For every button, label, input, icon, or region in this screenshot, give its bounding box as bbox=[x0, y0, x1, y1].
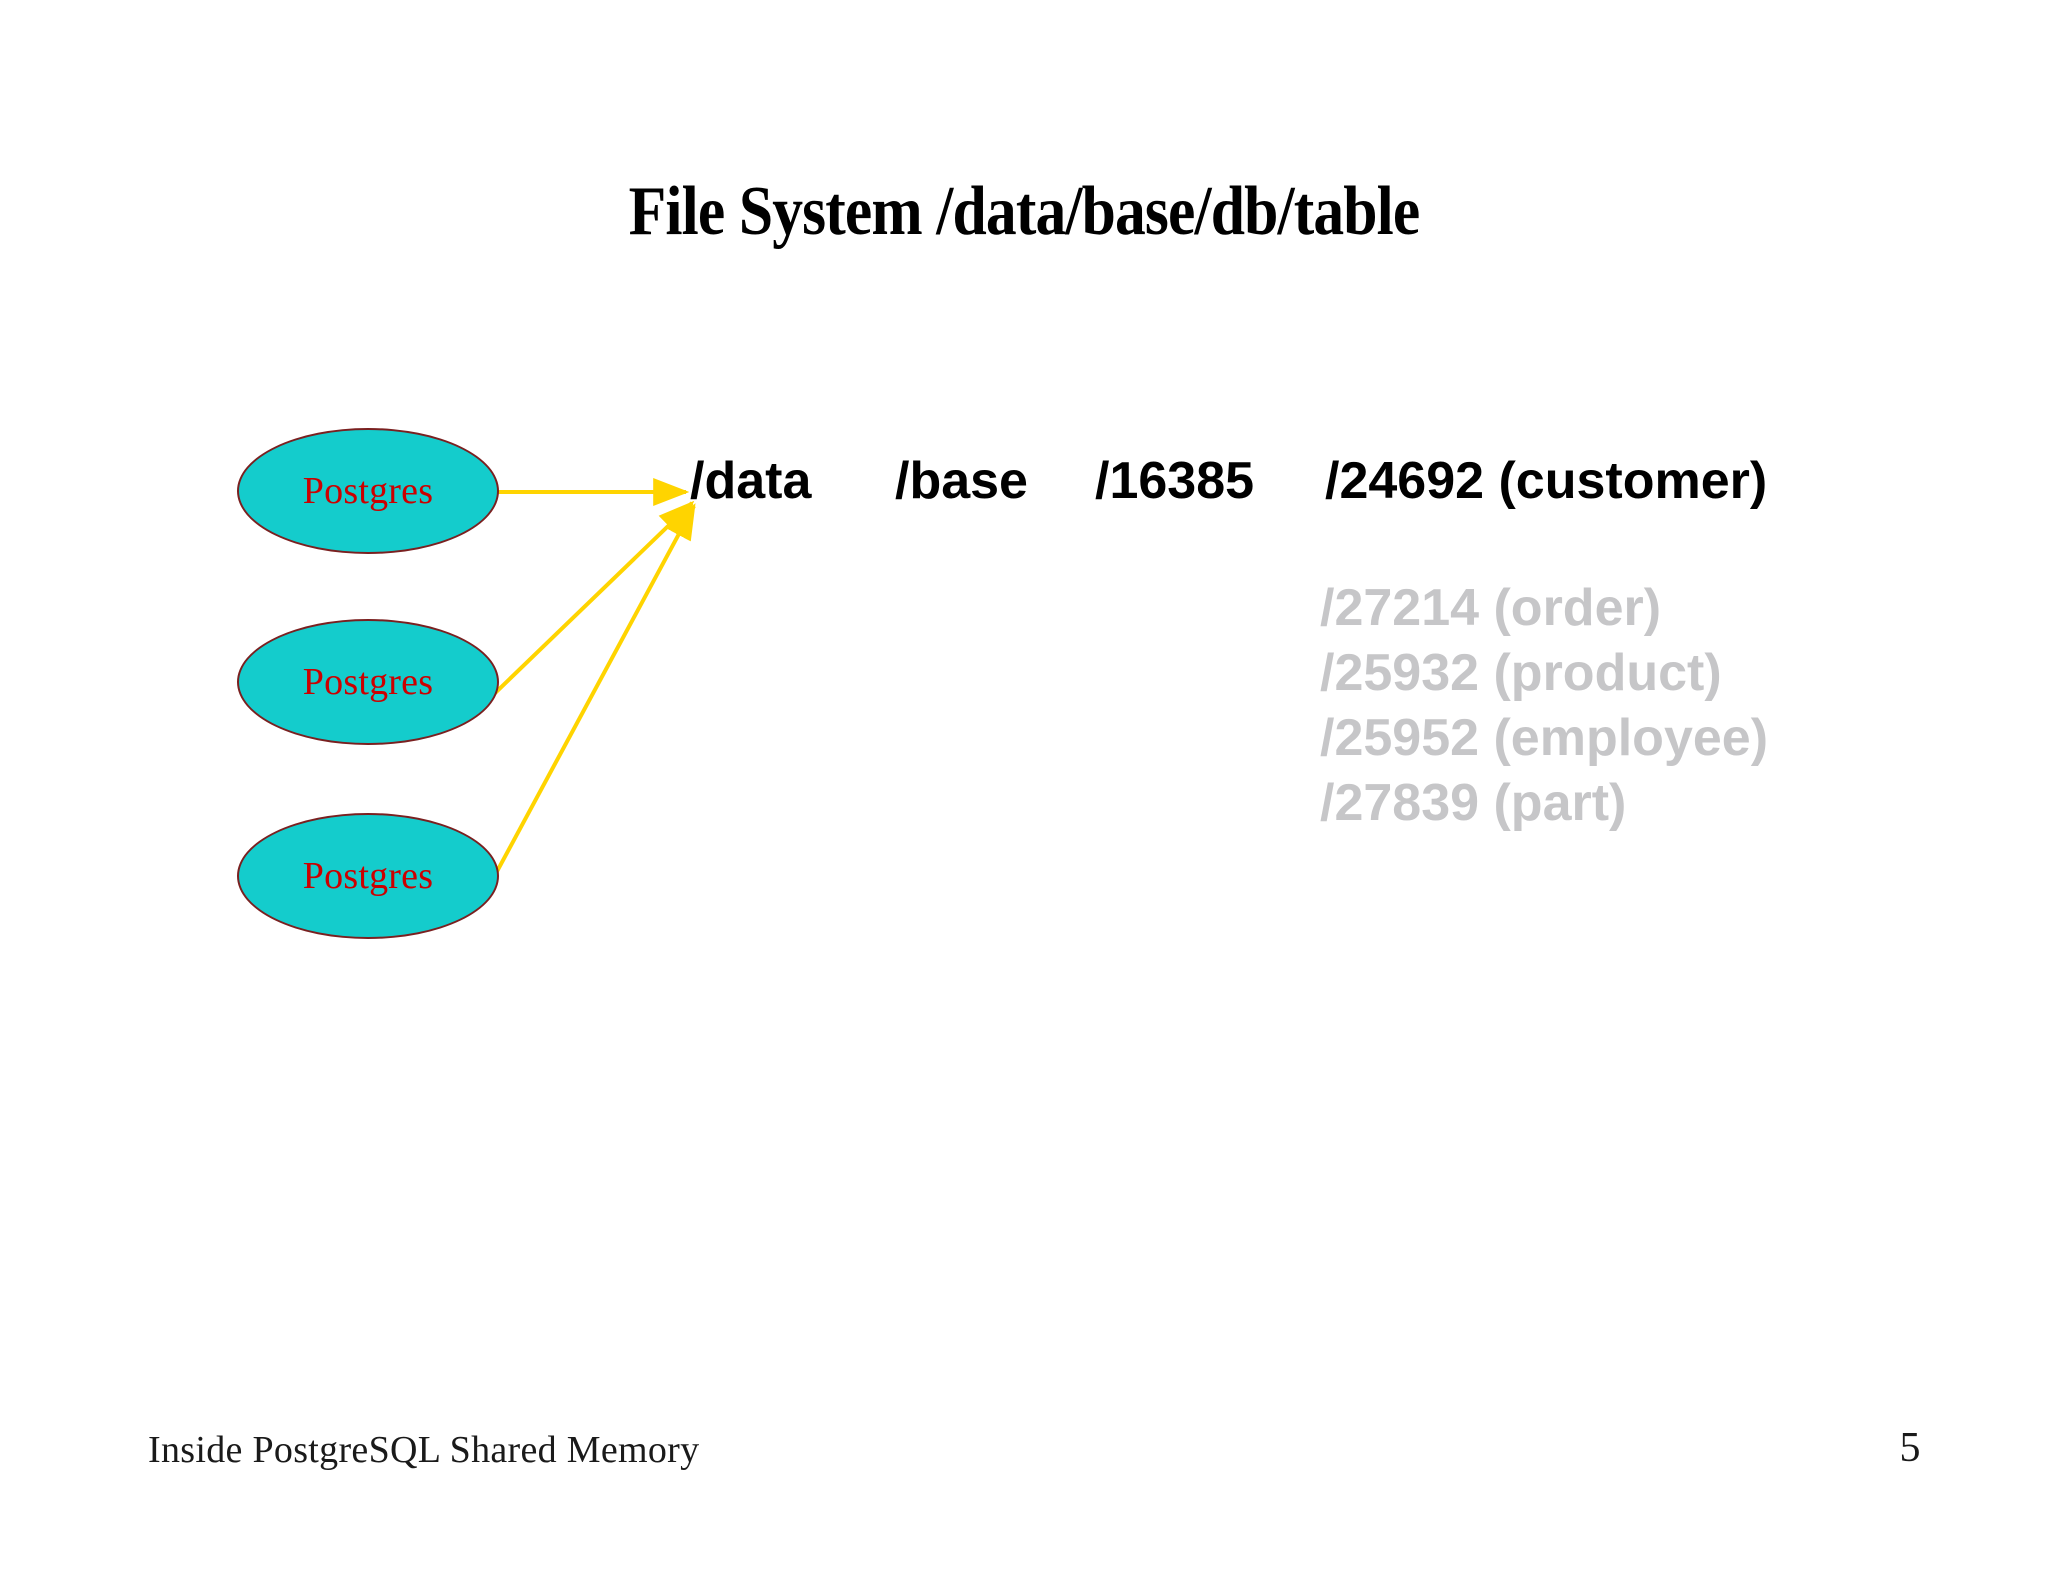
table-list-item-product: /25932 (product) bbox=[1320, 644, 1722, 702]
postgres-node-3[interactable]: Postgres bbox=[237, 813, 499, 939]
page-number: 5 bbox=[1899, 1425, 1921, 1471]
arrow-from-node-2 bbox=[490, 500, 695, 698]
postgres-node-label: Postgres bbox=[302, 855, 434, 897]
path-segment-database-oid: /16385 bbox=[1095, 452, 1255, 510]
postgres-node-2[interactable]: Postgres bbox=[237, 619, 499, 745]
arrow-from-node-3 bbox=[485, 503, 696, 891]
table-list-item-order: /27214 (order) bbox=[1320, 579, 1662, 637]
postgres-node-label: Postgres bbox=[302, 661, 434, 703]
path-segment-table-file: /24692 (customer) bbox=[1325, 452, 1768, 510]
filesystem-path-row: /data/base/16385/24692 (customer) bbox=[690, 452, 1767, 510]
page-title: File System /data/base/db/table bbox=[628, 173, 1421, 250]
path-segment-data: /data bbox=[690, 452, 812, 510]
path-segment-base: /base bbox=[895, 452, 1028, 510]
table-list-item-part: /27839 (part) bbox=[1320, 774, 1627, 832]
postgres-node-1[interactable]: Postgres bbox=[237, 428, 499, 554]
table-list-item-employee: /25952 (employee) bbox=[1320, 709, 1769, 767]
sibling-table-list: /27214 (order) /25932 (product) /25952 (… bbox=[1320, 576, 1768, 836]
postgres-node-label: Postgres bbox=[302, 470, 434, 512]
footer-title: Inside PostgreSQL Shared Memory bbox=[148, 1429, 700, 1471]
